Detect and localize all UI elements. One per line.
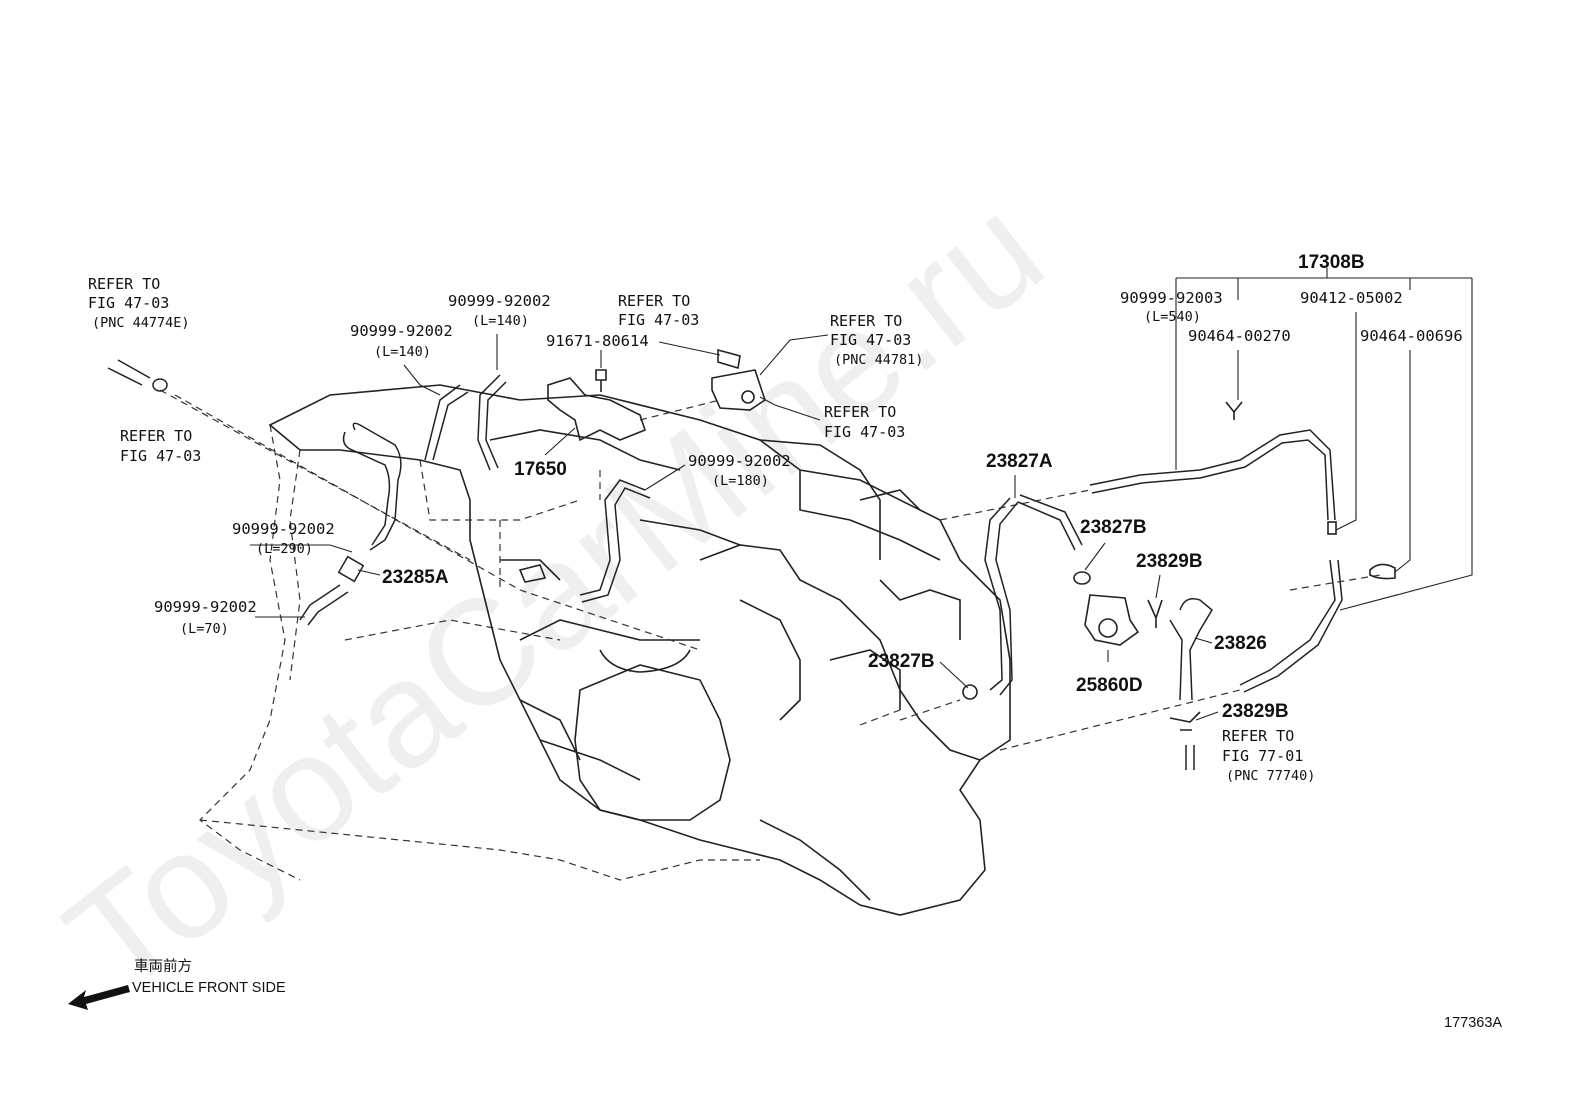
- part-23829B-b[interactable]: 23829B: [1222, 701, 1289, 722]
- small-parts: [518, 348, 1396, 731]
- part-90999-92003[interactable]: 90999-92003: [1120, 289, 1223, 307]
- part-23829B-a[interactable]: 23829B: [1136, 551, 1203, 572]
- part-90999-92002-e[interactable]: 90999-92002: [154, 598, 257, 616]
- part-91671-80614[interactable]: 91671-80614: [546, 332, 649, 350]
- refer5-line2: FIG 47-03: [824, 423, 905, 441]
- part-90412-05002[interactable]: 90412-05002: [1300, 289, 1403, 307]
- transmission-outline: [199, 424, 760, 881]
- part-25860D[interactable]: 25860D: [1076, 675, 1143, 696]
- part-90999-92002-c[interactable]: 90999-92002: [688, 452, 791, 470]
- length-d: (L=290): [256, 541, 313, 557]
- refer6-line1: REFER TO: [1222, 727, 1294, 745]
- length-f: (L=540): [1144, 309, 1201, 325]
- part-23827B-b[interactable]: 23827B: [868, 651, 935, 672]
- part-23827B-a[interactable]: 23827B: [1080, 517, 1147, 538]
- refer6-line2: FIG 77-01: [1222, 747, 1303, 765]
- front-label-jp: 車両前方: [134, 958, 192, 975]
- front-arrow-icon: [68, 985, 130, 1010]
- refer4-line3: (PNC 44781): [834, 352, 923, 368]
- part-90999-92002-a[interactable]: 90999-92002: [448, 292, 551, 310]
- hoses: [107, 359, 1343, 770]
- figure-id: 177363A: [1444, 1015, 1502, 1031]
- length-e: (L=70): [180, 621, 229, 637]
- refer2-line1: REFER TO: [120, 427, 192, 445]
- part-23826[interactable]: 23826: [1214, 633, 1267, 654]
- refer6-line3: (PNC 77740): [1226, 768, 1315, 784]
- length-a: (L=140): [472, 313, 529, 329]
- part-90999-92002-b[interactable]: 90999-92002: [350, 322, 453, 340]
- refer4-line1: REFER TO: [830, 312, 902, 330]
- length-b: (L=140): [374, 344, 431, 360]
- length-c: (L=180): [712, 473, 769, 489]
- front-label-en: VEHICLE FRONT SIDE: [132, 980, 286, 996]
- refer3-line2: FIG 47-03: [618, 311, 699, 329]
- engine-block: [268, 384, 1011, 916]
- part-90464-00696[interactable]: 90464-00696: [1360, 327, 1463, 345]
- refer5-line1: REFER TO: [824, 403, 896, 421]
- refer3-line1: REFER TO: [618, 292, 690, 310]
- leader-lines: [250, 268, 1473, 721]
- refer1-line2: FIG 47-03: [88, 294, 169, 312]
- refer1-line3: (PNC 44774E): [92, 315, 190, 331]
- part-17308B[interactable]: 17308B: [1298, 252, 1365, 273]
- part-17650[interactable]: 17650: [514, 459, 567, 480]
- part-23827A[interactable]: 23827A: [986, 451, 1053, 472]
- refer2-line2: FIG 47-03: [120, 447, 201, 465]
- part-90999-92002-d[interactable]: 90999-92002: [232, 520, 335, 538]
- part-90464-00270[interactable]: 90464-00270: [1188, 327, 1291, 345]
- refer1-line1: REFER TO: [88, 275, 160, 293]
- part-23285A[interactable]: 23285A: [382, 567, 449, 588]
- refer4-line2: FIG 47-03: [830, 331, 911, 349]
